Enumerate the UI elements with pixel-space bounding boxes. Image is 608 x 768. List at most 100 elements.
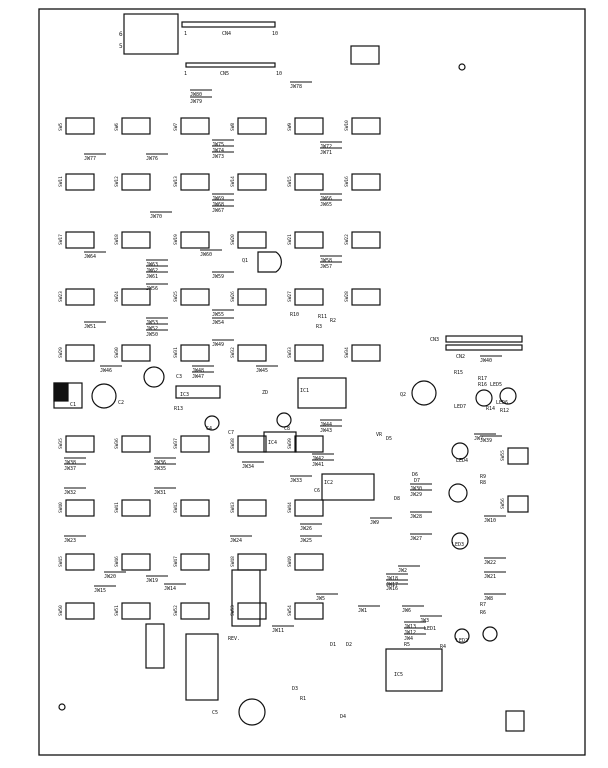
switch-sw23 bbox=[65, 288, 95, 306]
switch-label: SW41 bbox=[114, 502, 120, 513]
jumper-label: JW31 bbox=[154, 490, 166, 496]
switch-label: SW18 bbox=[114, 234, 120, 245]
jumper-label: JW37 bbox=[64, 466, 76, 472]
switch-sw15 bbox=[294, 173, 324, 191]
switch-label: SW7 bbox=[173, 123, 179, 131]
switch-label: SW46 bbox=[114, 556, 120, 567]
capacitor-label: C2 bbox=[118, 400, 124, 406]
resistor-label: R17 bbox=[478, 376, 487, 382]
switch-sw32 bbox=[237, 344, 267, 362]
jumper-label: JW9 bbox=[370, 520, 379, 526]
resistor-label: R8 bbox=[480, 480, 486, 486]
connector-cn4 bbox=[181, 21, 276, 28]
resistor-label: R7 bbox=[480, 602, 486, 608]
board-outline bbox=[38, 8, 586, 756]
switch-sw25 bbox=[180, 288, 210, 306]
jumper-label: JW29 bbox=[410, 492, 422, 498]
switch-label: SW55 bbox=[500, 450, 506, 461]
cn4-label: CN4 bbox=[222, 31, 231, 37]
switch-label: SW43 bbox=[230, 502, 236, 513]
ic-ic2 bbox=[321, 473, 375, 501]
switch-sw7 bbox=[180, 117, 210, 135]
led-label: LED5 bbox=[490, 382, 502, 388]
switch-label: SW12 bbox=[114, 176, 120, 187]
jumper-label: JW18 bbox=[386, 576, 398, 582]
jumper-label: JW59 bbox=[212, 274, 224, 280]
switch-label: SW19 bbox=[173, 234, 179, 245]
resistor-label: R14 bbox=[486, 406, 495, 412]
resistor-label: R6 bbox=[480, 610, 486, 616]
jumper-label: JW74 bbox=[212, 148, 224, 154]
capacitor-c4 bbox=[276, 412, 292, 428]
switch-label: SW26 bbox=[230, 291, 236, 302]
resistor-label: R10 bbox=[290, 312, 299, 318]
jumper-label: JW42 bbox=[312, 456, 324, 462]
jumper-label: JW30 bbox=[410, 486, 422, 492]
jumper-label: JW45 bbox=[256, 368, 268, 374]
jumper-label: JW63 bbox=[146, 262, 158, 268]
switch-sw41 bbox=[121, 499, 151, 517]
switch-sw40 bbox=[65, 499, 95, 517]
led-label: LED1 bbox=[424, 626, 436, 632]
switch-sw6 bbox=[121, 117, 151, 135]
jumper-label: JW61 bbox=[146, 274, 158, 280]
cn4-pin-start: 1 bbox=[184, 31, 187, 37]
switch-label: SW47 bbox=[173, 556, 179, 567]
led-label: LED7 bbox=[454, 404, 466, 410]
jumper-label: JW6 bbox=[402, 608, 411, 614]
jumper-label: JW77 bbox=[84, 156, 96, 162]
jumper-label: JW50 bbox=[146, 332, 158, 338]
switch-sw31 bbox=[180, 344, 210, 362]
switch-label: SW35 bbox=[58, 438, 64, 449]
switch-label: SW14 bbox=[230, 176, 236, 187]
switch-label: SW36 bbox=[114, 438, 120, 449]
switch-label: SW40 bbox=[58, 502, 64, 513]
switch-label: SW48 bbox=[230, 556, 236, 567]
switch-label: SW37 bbox=[173, 438, 179, 449]
led-led2 bbox=[482, 626, 498, 642]
jumper-label: JW55 bbox=[212, 312, 224, 318]
jumper-label: JW13 bbox=[404, 624, 416, 630]
jumper-label: JW51 bbox=[84, 324, 96, 330]
switch-label: SW5 bbox=[58, 123, 64, 131]
vr-label: VR bbox=[376, 432, 383, 438]
jumper-label: JW16 bbox=[386, 586, 398, 592]
switch-label: SW15 bbox=[287, 176, 293, 187]
resistor-label: R5 bbox=[404, 642, 410, 648]
switch-sw5 bbox=[65, 117, 95, 135]
rev-label: REV. bbox=[228, 636, 240, 642]
led-led7 bbox=[475, 389, 493, 407]
switch-label: SW6 bbox=[114, 123, 120, 131]
jumper-label: JW12 bbox=[404, 630, 416, 636]
switch-sw42 bbox=[180, 499, 210, 517]
jumper-label: JW47 bbox=[192, 374, 204, 380]
switch-sw39 bbox=[294, 435, 324, 453]
switch-top bbox=[350, 45, 380, 65]
transistor-label: Q1 bbox=[242, 258, 248, 264]
jumper-label: JW79 bbox=[190, 99, 202, 105]
switch-sw27 bbox=[294, 288, 324, 306]
switch-sw53 bbox=[237, 602, 267, 620]
switch-sw49 bbox=[294, 553, 324, 571]
switch-label: SW56 bbox=[500, 498, 506, 509]
jumper-label: JW58 bbox=[320, 258, 332, 264]
switch-sw47 bbox=[180, 553, 210, 571]
switch-sw26 bbox=[237, 288, 267, 306]
jumper-label: JW44 bbox=[320, 422, 332, 428]
cn3-label: CN3 bbox=[430, 337, 439, 343]
capacitor-label: C1 bbox=[70, 402, 76, 408]
led-label: LED2 bbox=[456, 638, 468, 644]
switch-label: SW38 bbox=[230, 438, 236, 449]
led-label: LED6 bbox=[496, 400, 508, 406]
jumper-label: JW19 bbox=[146, 578, 158, 584]
cn2-label: CN2 bbox=[456, 354, 465, 360]
switch-sw10 bbox=[351, 117, 381, 135]
ic-label: IC1 bbox=[300, 388, 309, 394]
switch-label: SW34 bbox=[344, 347, 350, 358]
ic-label: IC5 bbox=[394, 672, 403, 678]
switch-sw43 bbox=[237, 499, 267, 517]
switch-label: SW33 bbox=[287, 347, 293, 358]
switch-label: SW30 bbox=[114, 347, 120, 358]
resistor-label: R11 bbox=[318, 314, 327, 320]
led-led6 bbox=[499, 387, 517, 405]
